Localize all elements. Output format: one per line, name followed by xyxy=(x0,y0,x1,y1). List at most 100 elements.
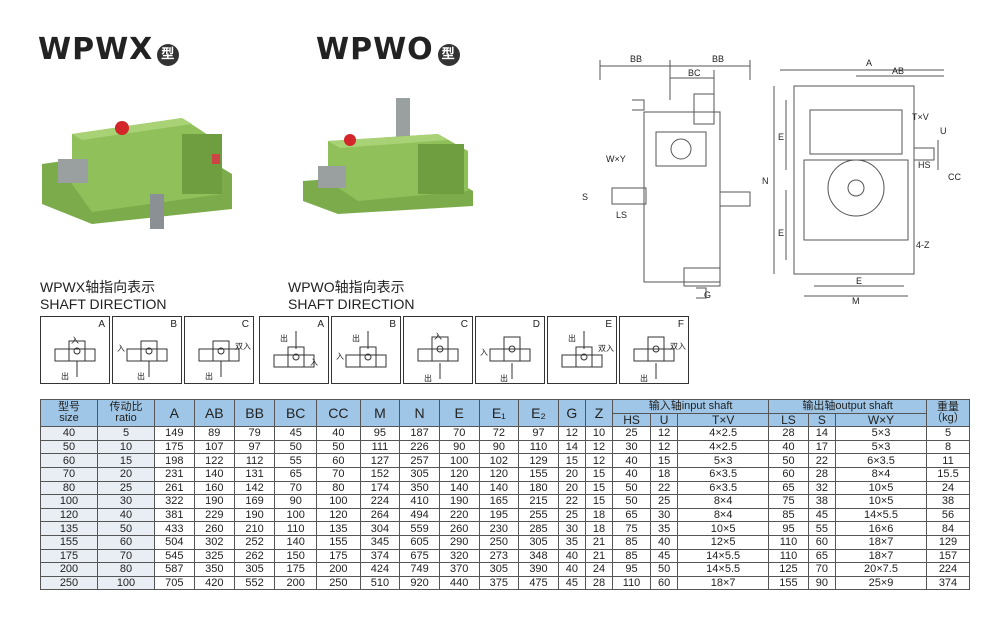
table-cell: 40 xyxy=(612,453,652,468)
panel-diagram xyxy=(54,340,96,377)
table-cell: 85 xyxy=(612,548,652,564)
table-cell: 10×5 xyxy=(835,494,927,509)
table-cell: 302 xyxy=(193,534,235,550)
table-cell: 160 xyxy=(193,480,235,496)
table-cell: 110 xyxy=(768,534,809,550)
title-wpwo-main: WPWO xyxy=(316,32,434,67)
dim-bb-right: BB xyxy=(712,54,724,64)
panel-label-b: 双入 xyxy=(598,344,614,353)
table-cell: 25 xyxy=(557,507,586,523)
table-cell: 65 xyxy=(612,507,652,523)
table-cell: 25 xyxy=(97,480,155,496)
table-cell: 559 xyxy=(399,521,440,536)
table-cell: 175 xyxy=(154,439,195,455)
panel-wpwo-c: C 出 入 xyxy=(403,316,473,384)
table-cell: 80 xyxy=(97,562,155,577)
table-cell: 226 xyxy=(399,439,440,455)
table-cell: 110 xyxy=(768,548,809,564)
dim-wxy: W×Y xyxy=(606,154,626,164)
table-cell: 45 xyxy=(557,575,586,591)
th-s: S xyxy=(807,412,837,428)
panel-label-a: 入 xyxy=(336,352,344,361)
table-cell: 6×3.5 xyxy=(677,480,770,496)
table-cell: 100 xyxy=(97,575,155,591)
panel-label-b: 出 xyxy=(61,372,69,381)
table-cell: 6×3.5 xyxy=(677,466,770,482)
table-cell: 12 xyxy=(650,426,679,441)
table-cell: 190 xyxy=(233,507,276,523)
th-e2: E₂ xyxy=(518,398,559,428)
panel-diagram xyxy=(345,331,387,368)
table-cell: 28 xyxy=(584,575,614,591)
table-cell: 260 xyxy=(438,521,480,536)
panel-diagram xyxy=(198,340,240,377)
table-cell: 187 xyxy=(399,426,440,441)
table-cell: 157 xyxy=(926,548,970,564)
table-cell: 70 xyxy=(40,466,98,482)
table-cell: 18 xyxy=(584,521,614,536)
dim-bb-left: BB xyxy=(630,54,642,64)
table-cell: 40 xyxy=(768,439,809,455)
table-cell: 16×6 xyxy=(835,521,927,536)
table-cell: 200 xyxy=(274,575,318,591)
table-cell: 18 xyxy=(584,507,614,523)
shaft-direction-wpwo-line1: WPWO轴指向表示 xyxy=(288,279,405,295)
table-cell: 250 xyxy=(316,575,361,591)
table-cell: 231 xyxy=(154,466,195,482)
table-cell: 345 xyxy=(359,534,401,550)
table-cell: 110 xyxy=(518,439,559,455)
panel-wpwx-b: B 入 出 xyxy=(112,316,182,384)
table-cell: 70 xyxy=(97,548,155,564)
table-cell: 260 xyxy=(193,521,235,536)
table-cell: 12 xyxy=(650,439,679,455)
table-cell: 110 xyxy=(274,521,318,536)
table-cell: 45 xyxy=(274,426,318,441)
table-cell: 257 xyxy=(399,453,440,468)
panel-diagram xyxy=(633,336,675,379)
shaft-direction-wpwx: WPWX轴指向表示 SHAFT DIRECTION xyxy=(40,279,167,313)
table-cell: 50 xyxy=(316,439,361,455)
table-cell: 38 xyxy=(926,494,970,509)
table-cell: 14×5.5 xyxy=(677,562,770,577)
table-cell: 65 xyxy=(768,480,809,496)
table-cell: 155 xyxy=(768,575,809,591)
th-wxy: W×Y xyxy=(835,412,927,428)
dim-e-bottom: E xyxy=(778,228,784,238)
th-input-shaft: 输入轴input shaft xyxy=(612,399,770,414)
th-ls: LS xyxy=(768,412,809,428)
table-cell: 55 xyxy=(274,453,318,468)
table-cell: 40 xyxy=(557,562,586,577)
table-cell: 22 xyxy=(807,453,837,468)
panel-label-b: 出 xyxy=(137,372,145,381)
table-cell: 95 xyxy=(359,426,401,441)
panels-wpwo: A 出 入 B 入 出 C 出 入 D 入 出 E 出 双入 F 出 双入 xyxy=(259,316,691,386)
table-cell: 155 xyxy=(40,534,98,550)
table-cell: 35 xyxy=(650,521,679,536)
table-cell: 75 xyxy=(612,521,652,536)
table-cell: 290 xyxy=(438,534,480,550)
table-cell: 15 xyxy=(584,480,614,496)
panel-diagram xyxy=(126,340,168,377)
table-cell: 111 xyxy=(359,439,401,455)
table-cell: 11 xyxy=(926,453,970,468)
table-cell: 261 xyxy=(154,480,195,496)
panel-label-a: 出 xyxy=(424,374,432,383)
table-cell: 120 xyxy=(478,466,520,482)
table-cell: 25×9 xyxy=(835,575,927,591)
table-cell: 50 xyxy=(612,494,652,509)
panel-letter: B xyxy=(170,319,177,330)
table-cell: 350 xyxy=(399,480,440,496)
table-cell: 255 xyxy=(518,507,559,523)
table-cell: 50 xyxy=(650,562,679,577)
table-cell: 40 xyxy=(40,426,98,441)
table-cell: 127 xyxy=(359,453,401,468)
table-cell: 79 xyxy=(233,426,276,441)
table-cell: 20×7.5 xyxy=(835,562,927,577)
table-cell: 20 xyxy=(557,466,586,482)
table-cell: 605 xyxy=(399,534,440,550)
table-cell: 135 xyxy=(40,521,98,536)
table-cell: 140 xyxy=(193,466,235,482)
th-e1: E₁ xyxy=(478,398,520,428)
table-cell: 350 xyxy=(193,562,235,577)
